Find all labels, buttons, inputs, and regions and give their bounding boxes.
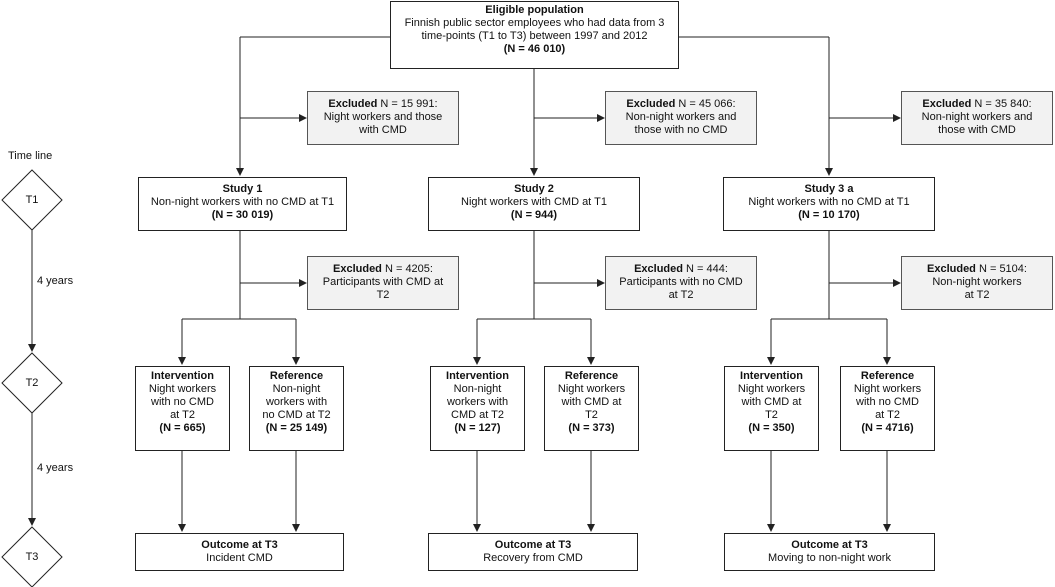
excluded-head: Excluded: [626, 98, 676, 110]
outcome-desc: Recovery from CMD: [483, 552, 583, 564]
group-title: Intervention: [151, 370, 214, 382]
study-1-box: Study 1 Non-night workers with no CMD at…: [138, 177, 347, 231]
timeline-t3: T3: [25, 551, 39, 563]
group-line2: workers with: [446, 396, 509, 408]
outcome-title: Outcome at T3: [201, 539, 278, 551]
study-3-intervention-box: Intervention Night workers with CMD at T…: [724, 366, 819, 451]
group-title: Reference: [269, 370, 324, 382]
group-line2: with no CMD: [151, 396, 214, 408]
excluded-head: Excluded: [634, 263, 683, 275]
excluded-n: N = 5104:: [975, 263, 1027, 275]
group-line1: Night workers: [853, 383, 922, 395]
study-n: (N = 10 170): [798, 209, 860, 221]
group-title: Reference: [860, 370, 915, 382]
excluded-line2: at T2: [964, 289, 990, 301]
group-line1: Night workers: [737, 383, 806, 395]
study-desc: Night workers with no CMD at T1: [748, 196, 910, 208]
timeline-t2: T2: [25, 377, 39, 389]
excluded-n: N = 45 066:: [675, 98, 736, 110]
study-n: (N = 944): [510, 209, 558, 221]
study-title: Study 1: [222, 183, 263, 195]
study-3-box: Study 3 a Night workers with no CMD at T…: [723, 177, 935, 231]
outcome-2-box: Outcome at T3 Recovery from CMD: [428, 533, 638, 571]
eligible-population-box: Eligible population Finnish public secto…: [390, 1, 679, 69]
excluded-line2: at T2: [668, 289, 694, 301]
group-n: (N = 4716): [861, 422, 914, 434]
study-3-reference-box: Reference Night workers with no CMD at T…: [840, 366, 935, 451]
study-title: Study 3 a: [804, 183, 854, 195]
eligible-title: Eligible population: [485, 4, 584, 16]
group-line3: no CMD at T2: [262, 409, 331, 421]
excluded-line2: with CMD: [359, 124, 407, 136]
excluded-n: N = 15 991:: [377, 98, 438, 110]
study-2-box: Study 2 Night workers with CMD at T1 (N …: [428, 177, 640, 231]
group-line3: T2: [585, 409, 598, 421]
group-n: (N = 373): [568, 422, 615, 434]
group-line2: with no CMD: [856, 396, 919, 408]
excluded-box-3: Excluded N = 35 840: Non-night workers a…: [901, 91, 1053, 145]
excluded-n: N = 35 840:: [971, 98, 1032, 110]
outcome-desc: Moving to non-night work: [768, 552, 891, 564]
group-line3: at T2: [170, 409, 195, 421]
excluded-box-1: Excluded N = 15 991: Night workers and t…: [307, 91, 459, 145]
excluded-head: Excluded: [927, 263, 976, 275]
excluded-line1: Non-night workers and: [921, 111, 1033, 123]
group-line1: Non-night: [453, 383, 502, 395]
study-desc: Night workers with CMD at T1: [461, 196, 607, 208]
group-title: Intervention: [740, 370, 803, 382]
study-2-reference-box: Reference Night workers with CMD at T2 (…: [544, 366, 639, 451]
group-line3: CMD at T2: [451, 409, 504, 421]
group-line2: workers with: [265, 396, 328, 408]
group-n: (N = 350): [748, 422, 795, 434]
timeline-t1: T1: [25, 194, 39, 206]
excluded-line1: Non-night workers and: [625, 111, 737, 123]
group-n: (N = 665): [159, 422, 206, 434]
eligible-n: (N = 46 010): [503, 43, 566, 55]
excluded-box-6: Excluded N = 5104: Non-night workers at …: [901, 256, 1053, 310]
excluded-n: N = 4205:: [381, 263, 433, 275]
excluded-box-5: Excluded N = 444: Participants with no C…: [605, 256, 757, 310]
group-line1: Night workers: [557, 383, 626, 395]
study-1-intervention-box: Intervention Night workers with no CMD a…: [135, 366, 230, 451]
study-1-reference-box: Reference Non-night workers with no CMD …: [249, 366, 344, 451]
outcome-title: Outcome at T3: [791, 539, 868, 551]
excluded-n: N = 444:: [682, 263, 728, 275]
eligible-line2: time-points (T1 to T3) between 1997 and …: [421, 30, 648, 42]
excluded-line2: those with no CMD: [634, 124, 728, 136]
excluded-head: Excluded: [328, 98, 378, 110]
excluded-box-2: Excluded N = 45 066: Non-night workers a…: [605, 91, 757, 145]
outcome-1-box: Outcome at T3 Incident CMD: [135, 533, 344, 571]
group-n: (N = 25 149): [265, 422, 328, 434]
excluded-line1: Participants with no CMD: [619, 276, 743, 288]
study-n: (N = 30 019): [211, 209, 274, 221]
outcome-title: Outcome at T3: [494, 539, 572, 551]
excluded-line2: those with CMD: [938, 124, 1016, 136]
outcome-desc: Incident CMD: [206, 552, 273, 564]
timeline-label: Time line: [8, 150, 53, 162]
study-title: Study 2: [514, 183, 554, 195]
excluded-line2: T2: [376, 289, 390, 301]
outcome-3-box: Outcome at T3 Moving to non-night work: [724, 533, 935, 571]
excluded-line1: Night workers and those: [323, 111, 443, 123]
group-title: Reference: [564, 370, 619, 382]
group-line2: with CMD at: [741, 396, 802, 408]
timeline-gap2: 4 years: [37, 462, 74, 474]
excluded-head: Excluded: [333, 263, 382, 275]
eligible-line1: Finnish public sector employees who had …: [404, 17, 665, 29]
group-line2: with CMD at: [561, 396, 622, 408]
group-line3: T2: [765, 409, 778, 421]
excluded-line1: Non-night workers: [932, 276, 1022, 288]
study-desc: Non-night workers with no CMD at T1: [150, 196, 335, 208]
group-line1: Non-night: [272, 383, 321, 395]
group-n: (N = 127): [454, 422, 501, 434]
timeline-gap1: 4 years: [37, 275, 74, 287]
group-title: Intervention: [446, 370, 509, 382]
study-2-intervention-box: Intervention Non-night workers with CMD …: [430, 366, 525, 451]
excluded-head: Excluded: [922, 98, 972, 110]
excluded-box-4: Excluded N = 4205: Participants with CMD…: [307, 256, 459, 310]
excluded-line1: Participants with CMD at: [322, 276, 444, 288]
group-line3: at T2: [875, 409, 900, 421]
group-line1: Night workers: [148, 383, 217, 395]
